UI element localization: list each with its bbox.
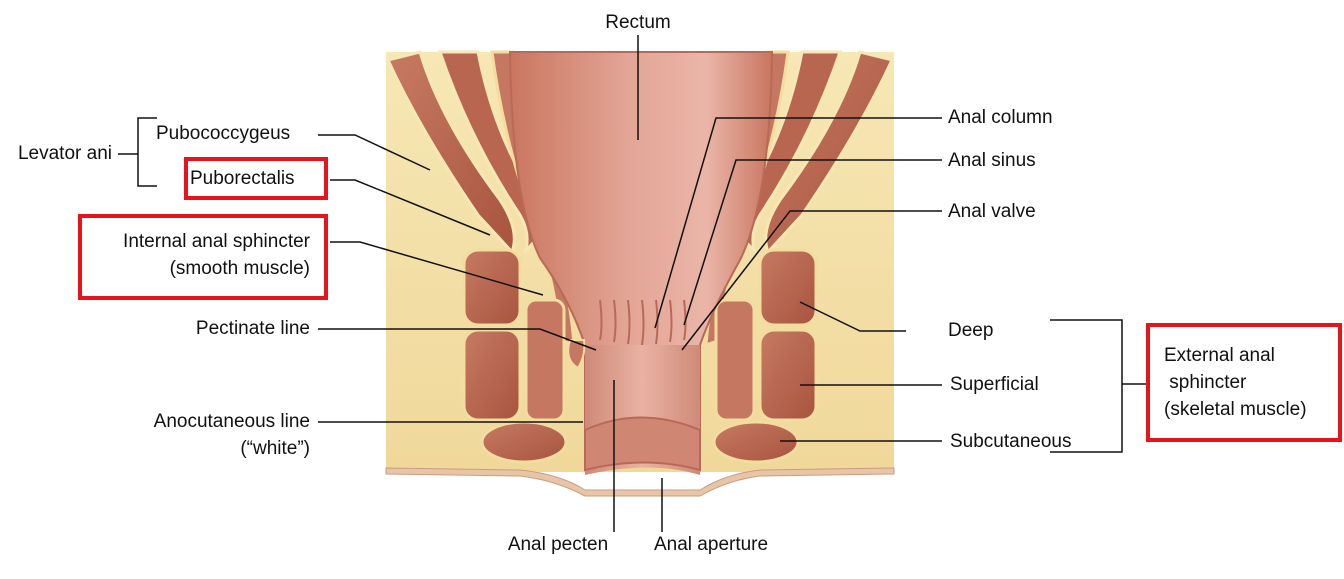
- highlight-box-puborectalis: [184, 157, 328, 200]
- label-anal-valve: Anal valve: [948, 201, 1036, 222]
- right-puborectalis-band: [737, 50, 843, 254]
- label-anal-aperture: Anal aperture: [654, 534, 769, 555]
- label-anocutaneous-line2: (“white”): [240, 438, 310, 459]
- left-puborectalis-band: [437, 50, 543, 254]
- label-anal-sinus: Anal sinus: [948, 150, 1036, 171]
- anal-verge: [584, 416, 701, 472]
- label-superficial: Superficial: [950, 374, 1039, 395]
- label-deep: Deep: [948, 320, 994, 341]
- label-puborectalis: Puborectalis: [190, 168, 295, 189]
- label-external-sphincter-line2: sphincter: [1164, 372, 1247, 393]
- label-internal-sphincter-line1: Internal anal sphincter: [123, 231, 310, 252]
- label-pectinate-line: Pectinate line: [195, 318, 310, 339]
- label-internal-sphincter-line2: (smooth muscle): [169, 258, 310, 279]
- anal-columns: [599, 299, 687, 346]
- label-pubococcygeus: Pubococcygeus: [156, 123, 291, 144]
- right-deep-external-sphincter: [758, 248, 818, 327]
- leader-lines: [118, 35, 1146, 532]
- left-levator-band: [385, 50, 516, 255]
- label-subcutaneous: Subcutaneous: [950, 431, 1072, 452]
- highlight-box-internal-sphincter: [78, 214, 328, 300]
- label-external-sphincter-line3: (skeletal muscle): [1164, 399, 1307, 420]
- right-internal-lower: [714, 298, 756, 422]
- highlight-box-external-sphincter: [1146, 323, 1342, 442]
- label-rectum: Rectum: [605, 12, 671, 33]
- left-superficial-external-sphincter: [462, 328, 522, 422]
- right-subcutaneous-external-sphincter: [712, 420, 800, 464]
- left-deep-external-sphincter: [462, 248, 522, 327]
- label-external-sphincter-line1: External anal: [1164, 345, 1275, 366]
- label-anal-pecten: Anal pecten: [507, 534, 609, 555]
- left-internal-lower: [524, 298, 566, 422]
- right-superficial-external-sphincter: [758, 328, 818, 422]
- skin-surface: [385, 467, 895, 497]
- left-subcutaneous-external-sphincter: [480, 420, 568, 464]
- label-anal-column: Anal column: [948, 107, 1053, 128]
- label-levator-ani: Levator ani: [17, 143, 112, 164]
- label-anocutaneous-line1: Anocutaneous line: [153, 411, 310, 432]
- right-levator-band: [764, 50, 895, 255]
